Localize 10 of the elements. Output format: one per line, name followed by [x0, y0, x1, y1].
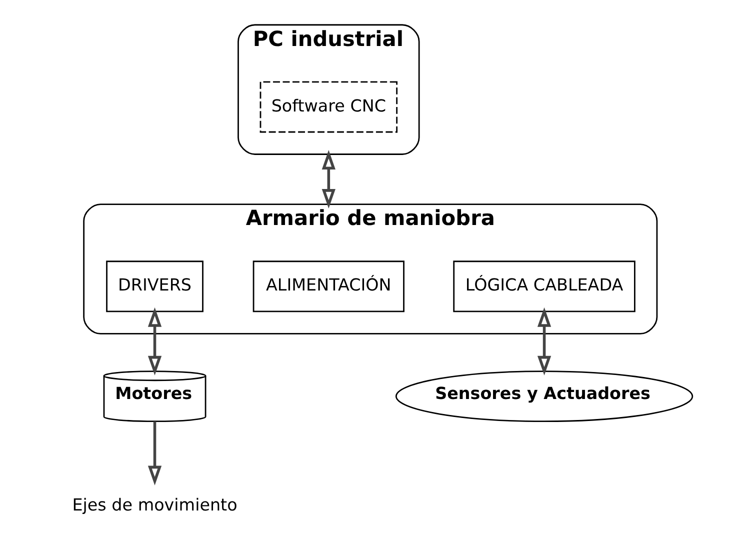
arrow: [321, 150, 335, 209]
arrow: [147, 307, 162, 376]
arrow: [147, 421, 162, 486]
arrow: [536, 307, 551, 376]
node-box: DRIVERS: [106, 260, 203, 312]
node-box: ALIMENTACIÓN: [252, 260, 404, 312]
node-text: Ejes de movimiento: [72, 496, 237, 515]
node-box: LÓGICA CABLEADA: [452, 260, 635, 312]
node-ellipse: Sensores y Actuadores: [394, 370, 693, 422]
node-box: Software CNC: [259, 81, 398, 133]
